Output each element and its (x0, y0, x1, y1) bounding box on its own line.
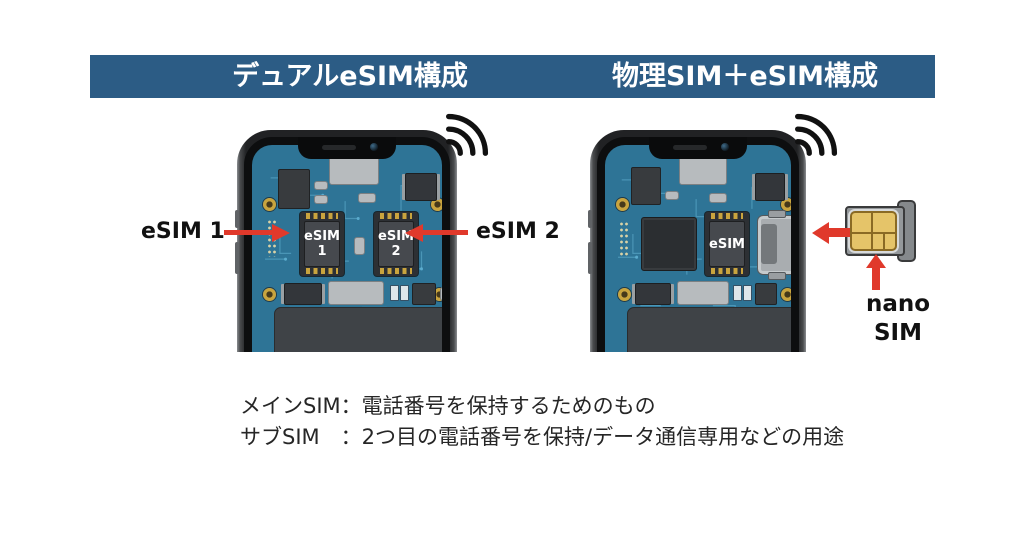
chip-label-line: eSIM (304, 229, 340, 244)
chip-label-line: eSIM (709, 236, 745, 252)
chip-pins (306, 213, 338, 219)
component-ic (635, 283, 671, 305)
component-capacitor (400, 285, 409, 301)
speaker-slit (322, 145, 356, 150)
connector-tab (768, 210, 786, 218)
title-dual-esim: デュアルeSIM構成 (232, 61, 468, 92)
chip-label-line: 1 (317, 244, 327, 259)
chip-pins (306, 268, 338, 274)
component-chip (412, 283, 436, 305)
component-capacitor (743, 285, 752, 301)
screw-icon (618, 288, 631, 301)
component-ic (284, 283, 322, 305)
pcb: eSIM (605, 145, 791, 352)
chip-pins (711, 268, 743, 274)
nano-sim-label-line: SIM (873, 320, 922, 346)
screw-icon (781, 288, 791, 301)
sim-contact-line (871, 213, 873, 249)
chip-pins (380, 268, 412, 274)
arrow-left-icon (812, 222, 829, 244)
notes-block: メインSIM：電話番号を保持するためのもの サブSIM ：2つ目の電話番号を保持… (240, 391, 844, 453)
arrow-line (829, 228, 850, 237)
battery (627, 307, 791, 352)
side-button (588, 242, 592, 274)
arrow-line (872, 267, 880, 290)
esim-chip-label: eSIM (709, 221, 745, 267)
component-chip (278, 169, 310, 209)
component-chip (631, 167, 661, 205)
esim-chip-1: eSIM 1 (300, 212, 344, 276)
sim-contact-line (852, 232, 895, 234)
side-button (588, 210, 592, 228)
callout-esim2-label: eSIM 2 (476, 219, 560, 244)
chip-label-line: 2 (391, 244, 401, 259)
component-connector (679, 155, 727, 185)
arrow-up-icon (866, 254, 886, 268)
component-test-pads (619, 221, 629, 257)
screw-icon (616, 198, 629, 211)
component-capacitor (390, 285, 399, 301)
phone-bezel: eSIM 1 eSIM 2 (244, 137, 450, 352)
screw-icon (433, 288, 442, 301)
component-connector (677, 281, 729, 305)
speaker-slit (673, 145, 707, 150)
sim-slot (761, 224, 777, 264)
camera-dot (721, 143, 729, 151)
side-button (235, 210, 239, 228)
component-capacitor (354, 237, 365, 255)
sim-contact-line (883, 232, 885, 249)
component-resistor (314, 181, 328, 190)
nano-sim-label-line: nano (865, 291, 931, 317)
sim-tray-connector (757, 210, 791, 280)
component-resistor (709, 193, 727, 203)
phone-right: eSIM (588, 130, 806, 352)
notch (649, 137, 747, 159)
screw-icon (431, 198, 442, 211)
screw-icon (263, 288, 276, 301)
arrow-right-icon (272, 224, 290, 242)
signal-waves-icon (795, 113, 838, 156)
chip-label-line: eSIM (378, 229, 414, 244)
component-resistor (665, 191, 679, 200)
phone-bezel: eSIM (597, 137, 799, 352)
esim-chip-2: eSIM 2 (374, 212, 418, 276)
chip-pins (711, 213, 743, 219)
side-button (235, 242, 239, 274)
pcb: eSIM 1 eSIM 2 (252, 145, 442, 352)
component-resistor (314, 195, 328, 204)
esim-chip-2-label: eSIM 2 (378, 221, 414, 267)
component-resistor (358, 193, 376, 203)
callout-arrow-line (423, 230, 468, 235)
arrow-left-icon (405, 224, 423, 242)
component-resistor (440, 287, 442, 301)
connector-tab (768, 272, 786, 280)
phone-left: eSIM 1 eSIM 2 (235, 130, 457, 352)
component-chip (755, 283, 777, 305)
processor-chip (641, 217, 697, 271)
esim-chip-1-label: eSIM 1 (304, 221, 340, 267)
callout-esim1-label: eSIM 1 (141, 219, 225, 244)
notes-line-1: メインSIM：電話番号を保持するためのもの (240, 394, 656, 418)
nano-sim-card (850, 211, 897, 251)
component-connector (328, 281, 384, 305)
component-ic (755, 173, 785, 201)
nano-sim-label: nano SIM (848, 290, 948, 348)
callout-arrow-line (224, 230, 272, 235)
component-ic (405, 173, 437, 201)
battery (274, 307, 442, 352)
title-physical-esim: 物理SIM＋eSIM構成 (611, 61, 879, 92)
notes-line-2: サブSIM ：2つ目の電話番号を保持/データ通信専用などの用途 (240, 425, 845, 449)
esim-chip: eSIM (705, 212, 749, 276)
screw-icon (781, 198, 791, 211)
chip-pins (380, 213, 412, 219)
component-capacitor (733, 285, 742, 301)
signal-waves-icon (446, 113, 489, 156)
notch (298, 137, 396, 159)
camera-dot (370, 143, 378, 151)
component-connector (329, 155, 379, 185)
header-bar (90, 55, 935, 98)
screw-icon (263, 198, 276, 211)
